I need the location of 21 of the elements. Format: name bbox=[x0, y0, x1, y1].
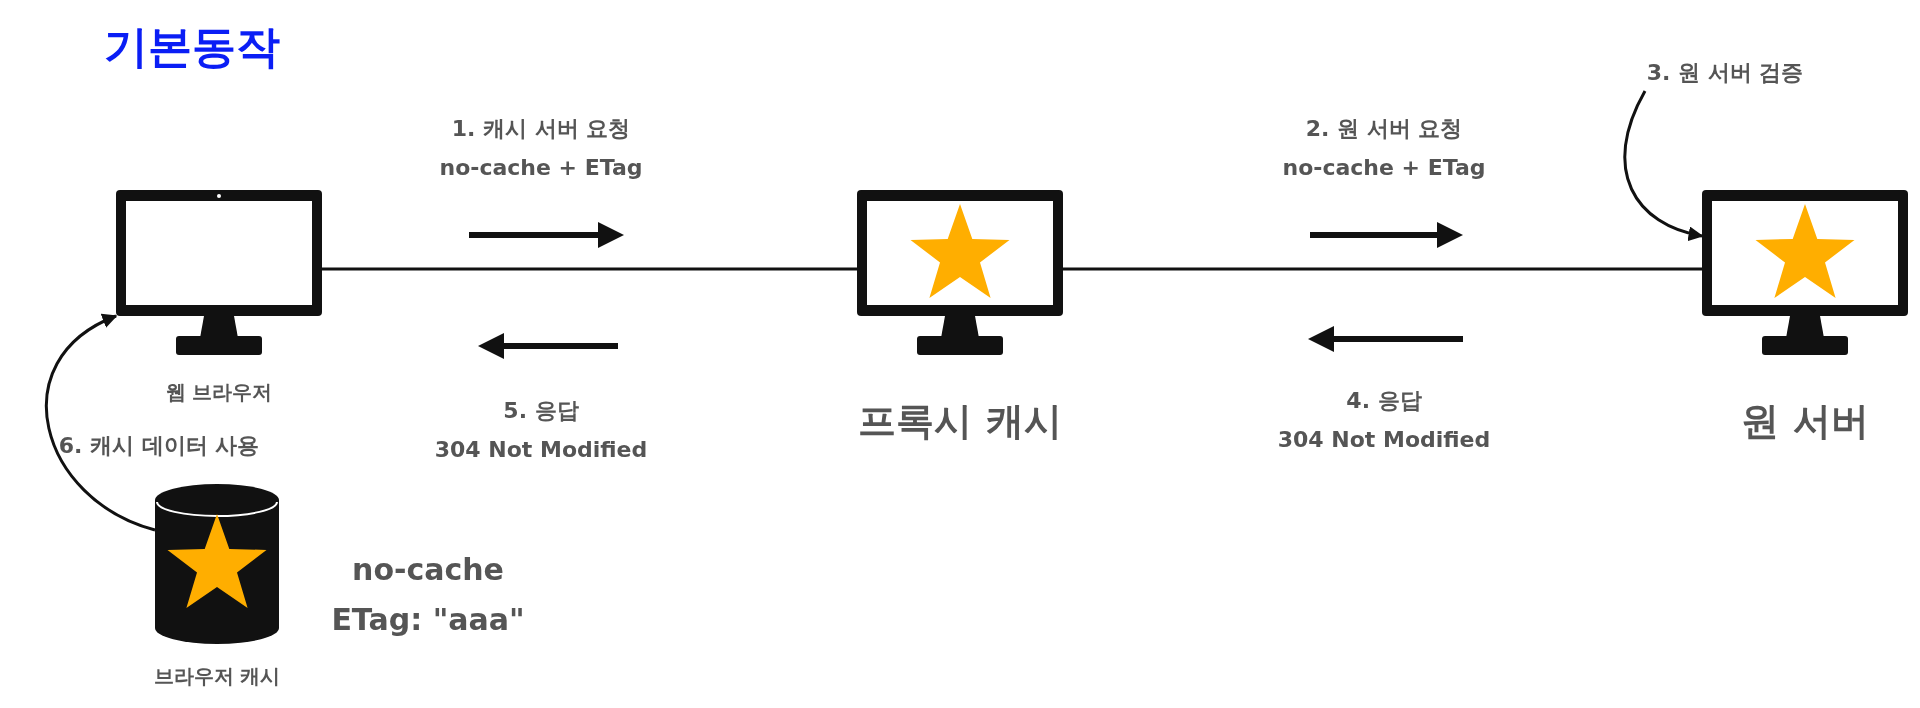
curved-arrow bbox=[45, 314, 156, 532]
connector-line bbox=[1063, 267, 1702, 271]
connector-line bbox=[322, 267, 857, 271]
step-label: 4. 응답 bbox=[1346, 388, 1422, 415]
header-text: ETag: "aaa" bbox=[331, 602, 525, 638]
node-label: 원 서버 bbox=[1741, 399, 1869, 445]
header-text: no-cache bbox=[352, 552, 504, 588]
step-label: 1. 캐시 서버 요청 bbox=[451, 116, 631, 143]
curved-arrow bbox=[1623, 90, 1704, 241]
title: 기본동작 bbox=[104, 20, 280, 74]
node-label: 프록시 캐시 bbox=[858, 399, 1062, 445]
annotation-text: 3. 원 서버 검증 bbox=[1646, 59, 1804, 87]
step-label: 304 Not Modified bbox=[1277, 427, 1491, 454]
step-label: 304 Not Modified bbox=[434, 437, 648, 464]
node-label: 브라우저 캐시 bbox=[153, 664, 281, 688]
step-label: 6. 캐시 데이터 사용 bbox=[58, 433, 260, 460]
node-label: 웹 브라우저 bbox=[165, 380, 273, 404]
step-label: 2. 원 서버 요청 bbox=[1305, 116, 1463, 143]
step-label: 5. 응답 bbox=[503, 398, 579, 425]
step-label: no-cache + ETag bbox=[1282, 155, 1486, 182]
step-label: no-cache + ETag bbox=[439, 155, 643, 182]
